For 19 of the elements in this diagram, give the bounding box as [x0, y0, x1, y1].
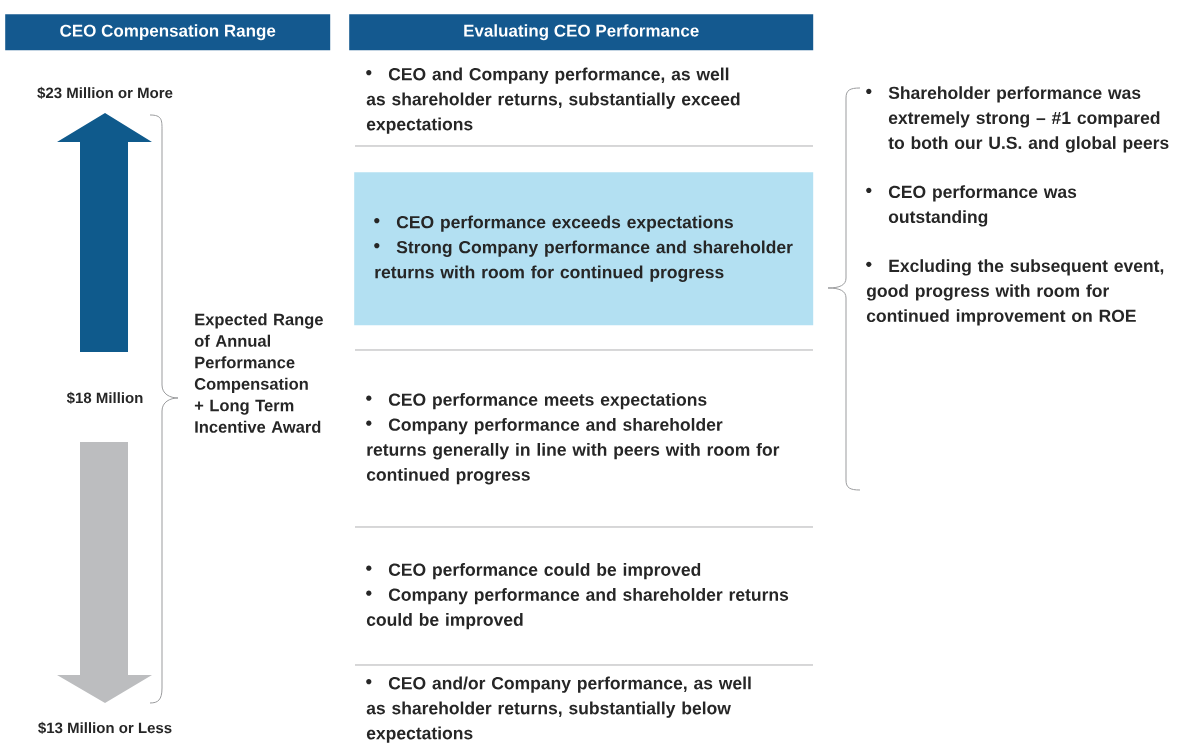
- bullet-list: Shareholder performance was extremely strong – #1 compared to both our U.S. and global peers CEO performance was outstanding Excluding the subsequent event, good progress with room for continued improvement on ROE: [866, 86, 1169, 326]
- header-bar: Evaluating CEO Performance: [349, 14, 814, 51]
- node-label: CEO performance meets expectations: [388, 392, 707, 410]
- criteria-row: CEO and/or Company performance, as well as shareholder returns, substantially below expectations: [366, 676, 751, 743]
- node-label: Shareholder performance was extremely strong – #1 compared to both our U.S. and global peers: [888, 86, 1169, 153]
- range-label: $18 Million: [66, 391, 143, 405]
- header-bar: CEO Compensation Range: [5, 14, 331, 51]
- node-label: CEO performance was outstanding: [888, 185, 1077, 227]
- node-label: CEO performance could be improved: [388, 563, 701, 580]
- range-label: $23 Million or More: [37, 86, 173, 100]
- highlighted-criteria-box: CEO performance exceeds expectations Strong Company performance and shareholder returns with room for continued progress: [354, 172, 814, 326]
- node-label: Excluding the subsequent event, good progress with room for continued improvement on ROE: [866, 259, 1164, 326]
- range-caption: Expected Range of Annual Performance Compensation + Long Term Incentive Award: [194, 313, 323, 433]
- criteria-row: CEO performance meets expectations Company performance and shareholder returns generally in line with peers with room for continued progress: [366, 393, 780, 485]
- range-label: $13 Million or Less: [38, 721, 172, 735]
- node-label: Company performance and shareholder returns could be improved: [366, 588, 789, 630]
- criteria-row: CEO performance could be improved Company performance and shareholder returns could be improved: [366, 563, 789, 630]
- criteria-row: CEO and Company performance, as well as shareholder returns, substantially exceed expectations: [366, 67, 740, 134]
- node-label: Company performance and shareholder returns generally in line with peers with room for continued progress: [366, 417, 780, 485]
